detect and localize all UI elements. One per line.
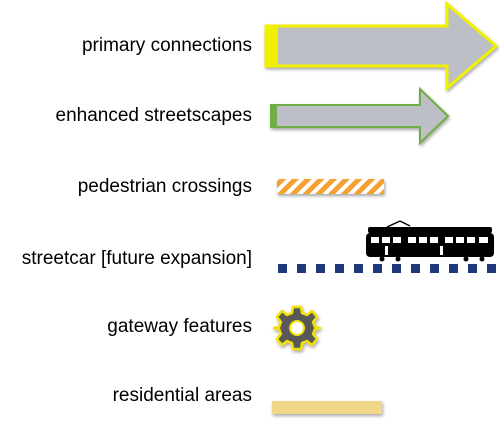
streetcar-icon — [366, 220, 494, 262]
legend-label-pedestrian-crossings: pedestrian crossings — [77, 176, 252, 197]
enhanced-streetscapes-arrow — [270, 86, 450, 146]
legend-label-enhanced-streetscapes: enhanced streetscapes — [55, 105, 252, 126]
pedestrian-crossings-hatch — [277, 179, 384, 194]
primary-connections-arrow — [264, 0, 499, 92]
streetcar-dashed-line — [278, 264, 496, 273]
residential-areas-swatch — [272, 401, 382, 414]
gear-icon — [272, 305, 322, 351]
legend-label-residential-areas: residential areas — [112, 385, 252, 406]
legend-label-streetcar: streetcar [future expansion] — [21, 248, 252, 269]
legend-label-gateway-features: gateway features — [107, 316, 252, 337]
legend-label-primary-connections: primary connections — [81, 35, 252, 56]
